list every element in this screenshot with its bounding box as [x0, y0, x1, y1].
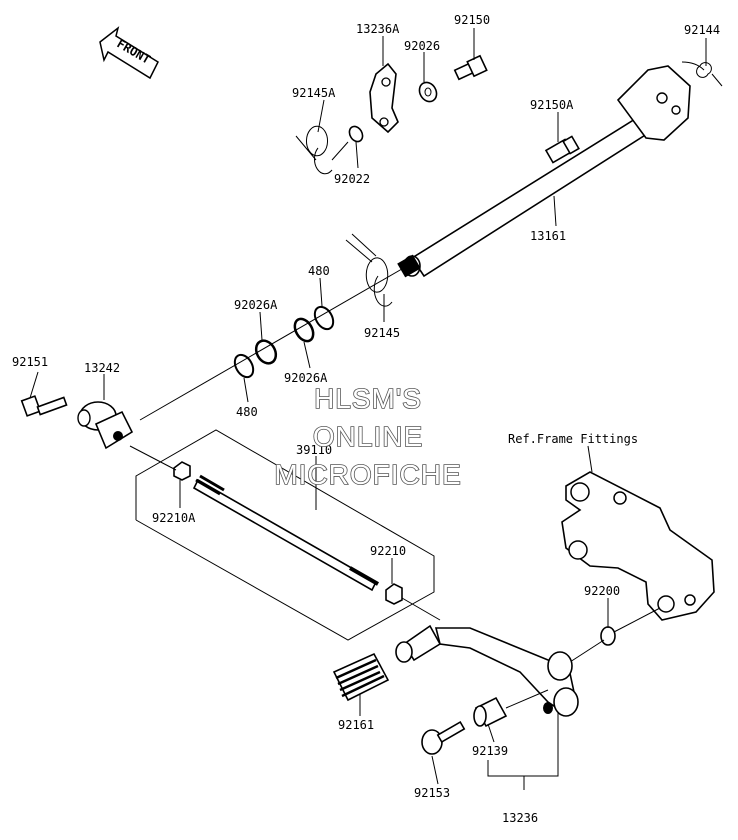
- label-92200: 92200: [584, 584, 620, 598]
- shift-shaft: [397, 65, 691, 278]
- label-13242: 13242: [84, 361, 120, 375]
- label-480-upper: 480: [308, 264, 330, 278]
- watermark-line-1: HLSM'S: [314, 383, 422, 414]
- label-13236A: 13236A: [356, 22, 400, 36]
- bolt-92151: [20, 395, 68, 417]
- nut-92210A: [173, 461, 191, 481]
- label-92144: 92144: [684, 23, 720, 37]
- front-arrow-icon: FRONT: [99, 26, 159, 80]
- label-92145A: 92145A: [292, 86, 336, 100]
- shift-pedal-13236: [395, 624, 579, 717]
- spring-92144: [681, 61, 723, 87]
- label-92150A: 92150A: [530, 98, 574, 112]
- label-92145: 92145: [364, 326, 400, 340]
- leader-lines: [29, 28, 707, 790]
- label-92153: 92153: [414, 786, 450, 800]
- shift-arm-13236A: [369, 62, 399, 134]
- washer-92026A-lower: [254, 339, 278, 365]
- collar-92139: [473, 689, 549, 728]
- part-labels: 13236A 92150 92144 92026 92145A 92150A 9…: [12, 13, 720, 825]
- ref-frame-fittings-note: Ref.Frame Fittings: [508, 432, 638, 446]
- label-92161: 92161: [338, 718, 374, 732]
- label-480-lower: 480: [236, 405, 258, 419]
- bolt-92150: [453, 54, 488, 81]
- label-92210: 92210: [370, 544, 406, 558]
- washer-92022: [348, 125, 364, 143]
- washer-92026A-upper: [293, 317, 315, 343]
- frame-fitting: [561, 471, 715, 621]
- circlip-480-upper: [313, 305, 335, 331]
- label-92151: 92151: [12, 355, 48, 369]
- joint-13242: [77, 401, 134, 450]
- circlip-480-lower: [233, 353, 255, 379]
- watermark-line-2: ONLINE: [313, 421, 423, 452]
- nut-92210: [385, 583, 403, 605]
- washer-92026: [418, 81, 438, 103]
- bolt-92150A: [544, 135, 580, 164]
- tie-rod-39110: [192, 474, 379, 592]
- pedal-rubber-92161: [332, 652, 390, 702]
- label-92026A-lower: 92026A: [284, 371, 328, 385]
- label-13161: 13161: [530, 229, 566, 243]
- bolt-92153: [421, 720, 466, 755]
- label-92139: 92139: [472, 744, 508, 758]
- label-92150: 92150: [454, 13, 490, 27]
- label-92026: 92026: [404, 39, 440, 53]
- watermark: HLSM'S ONLINE MICROFICHE: [274, 382, 462, 491]
- label-92026A-upper: 92026A: [234, 298, 278, 312]
- spring-92145: [345, 233, 393, 307]
- spring-92145A: [295, 125, 349, 175]
- label-92210A: 92210A: [152, 511, 196, 525]
- washer-92200: [569, 607, 661, 663]
- label-92022: 92022: [334, 172, 370, 186]
- watermark-line-3: MICROFICHE: [274, 459, 461, 490]
- label-39110: 39110: [296, 443, 332, 457]
- label-13236: 13236: [502, 811, 538, 825]
